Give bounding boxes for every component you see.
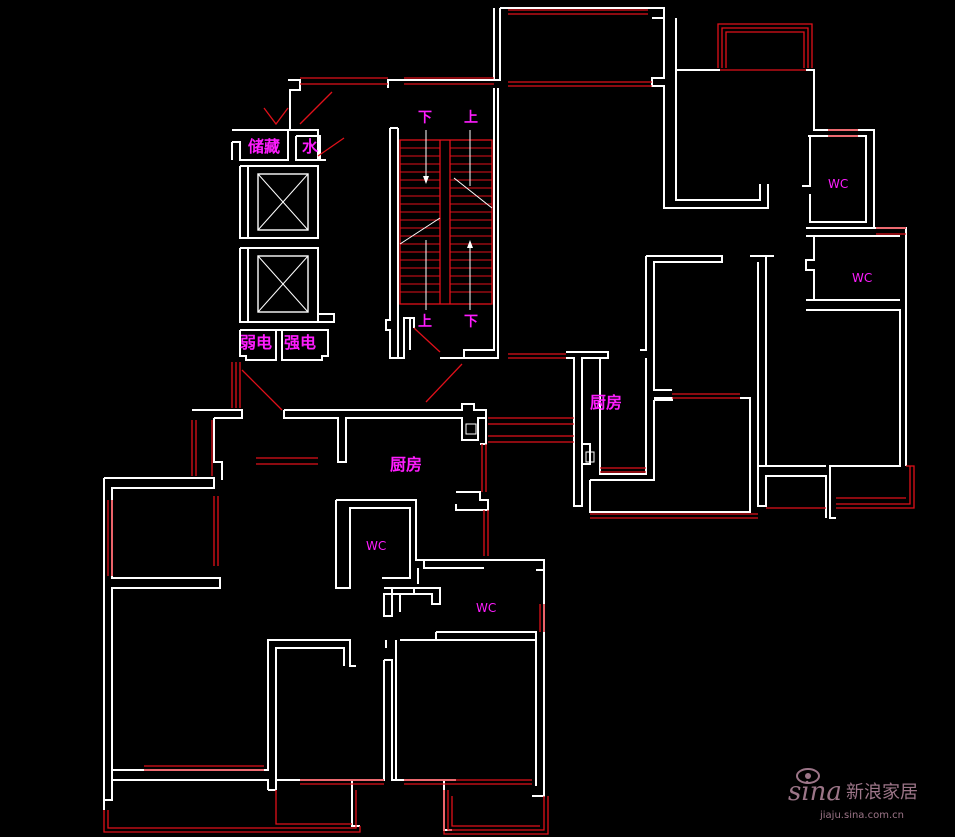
room-labels: 储藏 水 弱电 强电 下 上 上 下 厨房 厨房 WC WC WC WC [240,110,872,615]
label-strong-electric: 强电 [284,333,316,352]
label-kitchen-right: 厨房 [590,393,622,412]
label-weak-electric: 弱电 [240,333,272,352]
watermark-site-name: 新浪家居 [846,782,918,803]
label-stair-down-left: 下 [418,110,432,126]
windows-and-doors [103,9,915,835]
walls [103,7,907,831]
watermark-url: jiaju.sina.com.cn [819,810,904,821]
sina-eye-icon [796,768,820,784]
label-wc-top-right-2: WC [852,271,872,285]
label-wc-left-2: WC [476,601,496,615]
label-stair-up-right: 上 [464,110,478,126]
stair-treads [399,139,493,305]
watermark: sina 新浪家居 jiaju.sina.com.cn [788,768,918,821]
elevator-shafts [257,173,309,313]
label-wc-top-right-1: WC [828,177,848,191]
watermark-brand: sina [788,777,842,807]
label-wc-left-1: WC [366,539,386,553]
label-stair-up-left: 上 [418,314,432,330]
label-kitchen-left: 厨房 [390,455,422,474]
duct-shaft-2 [585,451,595,463]
duct-shaft [465,423,477,435]
label-stair-down-right: 下 [464,314,478,330]
label-water: 水 [302,137,319,156]
label-storage: 储藏 [247,137,280,156]
